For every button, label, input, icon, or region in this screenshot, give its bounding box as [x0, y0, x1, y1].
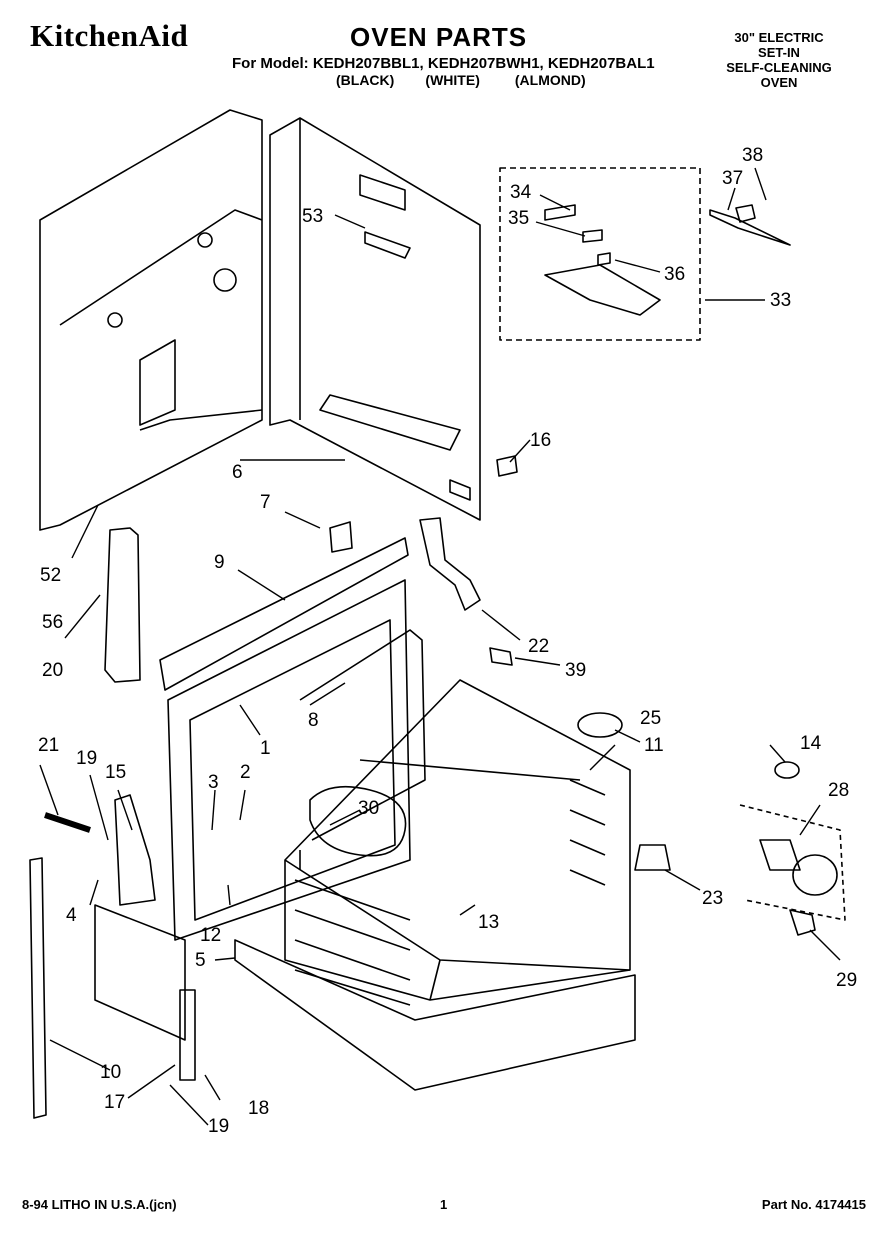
hinge-spring-part [44, 812, 91, 833]
upper-hinge-part [114, 794, 156, 906]
bulb-part [789, 909, 816, 936]
retainer-clip-part [496, 455, 518, 477]
callout-16: 16 [530, 430, 552, 451]
bracket-part [582, 229, 603, 243]
switch-part [544, 204, 576, 221]
front-frame-bar-part [159, 537, 409, 691]
callout-28: 28 [828, 780, 850, 801]
lock-assembly-box [499, 167, 701, 341]
oven-type-line-3: SELF-CLEANING [726, 60, 832, 75]
leader-lines [39, 167, 841, 1126]
lamp-assembly-box [739, 804, 846, 921]
callout-34: 34 [510, 182, 532, 203]
callout-12: 12 [200, 925, 222, 946]
hinge-frame-part [94, 904, 186, 1041]
side-trim-part [29, 857, 47, 1119]
knob-part [735, 204, 756, 223]
callout-35: 35 [508, 208, 530, 229]
brand-logo: KitchenAid [30, 18, 189, 53]
callout-38: 38 [742, 145, 764, 166]
model-colors: (BLACK) (WHITE) (ALMOND) [336, 72, 586, 88]
probe-part [709, 209, 791, 246]
callout-24: 23 [702, 888, 724, 909]
oven-type-line-2: SET-IN [758, 45, 800, 60]
page-number: 1 [440, 1197, 448, 1212]
callout-3: 3 [208, 772, 219, 793]
lock-assembly-part [544, 264, 661, 316]
model-list: For Model: KEDH207BBL1, KEDH207BWH1, KED… [232, 55, 655, 72]
callout-29: 29 [836, 970, 858, 991]
callout-21: 19 [76, 748, 98, 769]
insulator-part [597, 252, 611, 266]
callout-19: 19 [208, 1116, 230, 1137]
part-number: Part No. 4174415 [761, 1197, 866, 1212]
lamp-socket-part [634, 844, 671, 871]
oven-type-line-4: OVEN [760, 75, 798, 90]
insulation-strip-part [104, 527, 141, 683]
callout-5: 5 [195, 950, 206, 971]
ring-part [774, 761, 800, 779]
page-title: OVEN PARTS [350, 22, 528, 52]
rear-panel-part [39, 109, 263, 531]
callout-18: 18 [248, 1098, 270, 1119]
callout-20: 20 [42, 660, 64, 681]
callout-13: 13 [478, 912, 500, 933]
lower-hinge-part [179, 989, 196, 1081]
callout-11: 11 [644, 735, 664, 756]
oven-type-line-1: 30" ELECTRIC [734, 30, 824, 45]
callout-30: 30 [358, 798, 380, 819]
top-panel-part [269, 117, 481, 521]
callout-25: 25 [640, 708, 662, 729]
oven-base-part [234, 939, 636, 1091]
callout-2: 2 [240, 762, 251, 783]
lamp-lens-part [792, 854, 838, 896]
callout-8: 8 [308, 710, 319, 731]
callout-53: 53 [302, 206, 324, 227]
callout-6: 6 [232, 462, 243, 483]
callout-33: 33 [770, 290, 792, 311]
callout-15: 15 [105, 762, 127, 783]
clip-part [329, 521, 353, 553]
front-frame-part [167, 579, 411, 941]
litho-note: 8-94 LITHO IN U.S.A.(jcn) [22, 1197, 177, 1212]
callout-23: 22 [528, 636, 550, 657]
callout-37: 37 [722, 168, 744, 189]
callout-4: 4 [66, 905, 77, 926]
callout-14: 14 [800, 733, 822, 754]
callout-9: 9 [214, 552, 225, 573]
callout-56: 56 [42, 612, 64, 633]
callout-10: 10 [100, 1062, 122, 1083]
lamp-housing-part [759, 839, 801, 871]
bake-element-part [299, 629, 426, 841]
callout-7: 7 [260, 492, 271, 513]
callout-52: 52 [40, 565, 62, 586]
connector-part [489, 647, 513, 666]
callout-39: 39 [565, 660, 587, 681]
callout-1: 1 [260, 738, 271, 759]
callout-17: 17 [104, 1092, 126, 1113]
callout-22: 21 [38, 735, 60, 756]
callout-36: 36 [664, 264, 686, 285]
vent-tube-part [419, 517, 481, 611]
cover-plate-part [577, 712, 623, 738]
gasket-part [309, 785, 407, 857]
